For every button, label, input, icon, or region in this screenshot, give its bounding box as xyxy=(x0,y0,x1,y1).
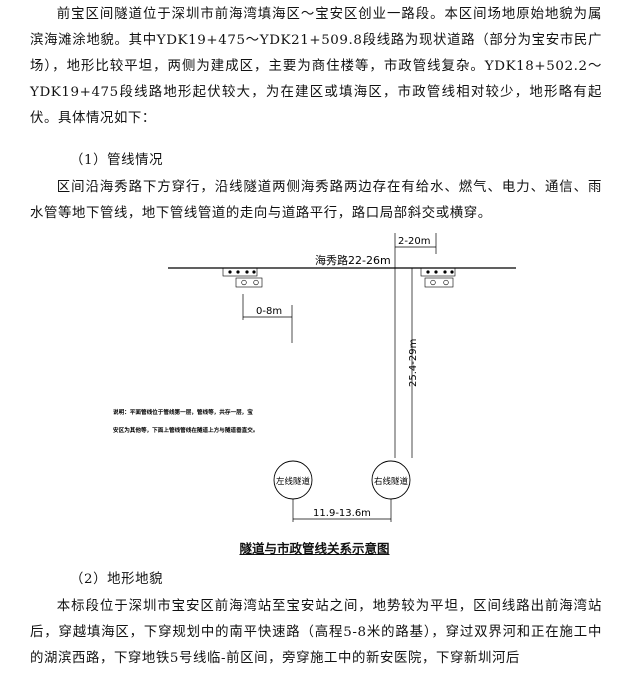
dimension-vertical-label: 25.4-29m xyxy=(408,339,419,387)
figure-caption: 隧道与市政管线关系示意图 xyxy=(239,541,390,556)
right-tunnel-label: 右线隧道 xyxy=(374,476,409,487)
section-heading-terrain: （2）地形地貌 xyxy=(70,572,164,587)
section-heading-pipelines: （1）管线情况 xyxy=(70,153,164,168)
left-tunnel-label: 左线隧道 xyxy=(276,476,311,487)
terrain-paragraph: 本标段位于深圳市宝安区前海湾站至宝安站之间，地势较为平坦，区间线路出前海湾站后，… xyxy=(30,599,602,666)
right-tunnel: 右线隧道 xyxy=(371,460,411,500)
pipelines-paragraph: 区间沿海秀路下方穿行，沿线隧道两侧海秀路两边存在有给水、燃气、电力、通信、雨水管… xyxy=(30,180,602,221)
dimension-bottom-label: 11.9-13.6m xyxy=(313,508,371,519)
intro-paragraph: 前宝区间隧道位于深圳市前海湾填海区～宝安区创业一路段。本区间场地原始地貌为属滨海… xyxy=(30,7,602,126)
dimension-left-label: 0-8m xyxy=(256,306,282,317)
right-pipelines-cluster xyxy=(420,267,456,288)
road-label: 海秀路22-26m xyxy=(315,253,391,267)
diagram-note-line1: 说明：平面管线位于管线第一层，管线等，共存一层，宝 xyxy=(113,408,253,416)
diagram-note-line2: 安区为其他等，下面上管线管线在隧道上方与隧道垂直交。 xyxy=(113,426,258,434)
tunnel-pipeline-diagram: 海秀路22-26m 2-20m 25.4-29m 0-8m 说明：平面管线位于管… xyxy=(113,233,516,522)
left-pipelines-cluster xyxy=(222,267,263,288)
dimension-top-label: 2-20m xyxy=(398,236,430,247)
left-tunnel: 左线隧道 xyxy=(273,460,313,500)
